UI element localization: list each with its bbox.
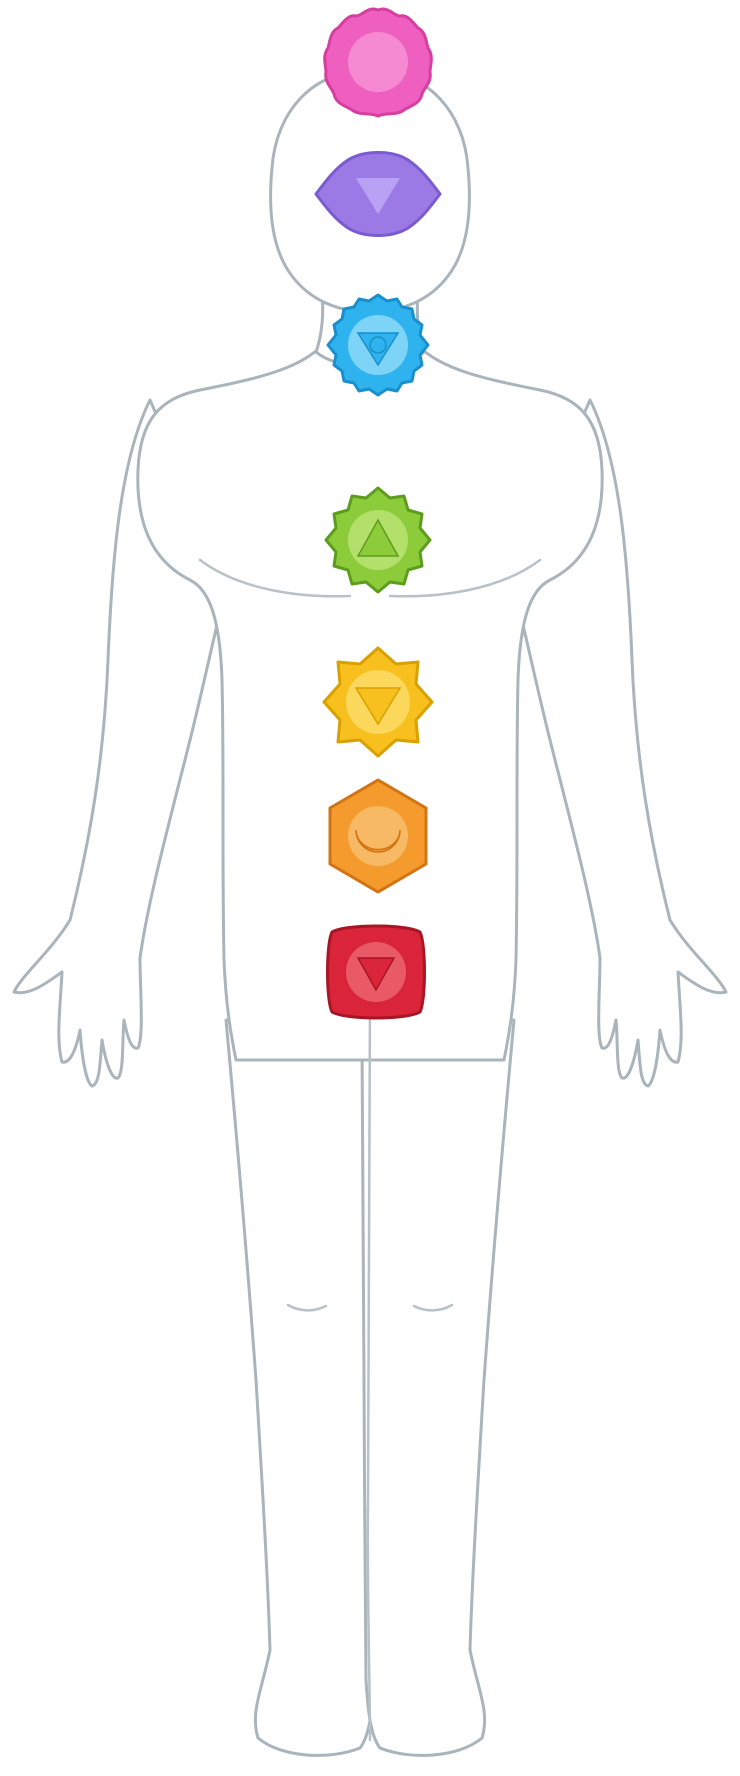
right-leg-outline [362, 1020, 514, 1755]
throat-center-dot [370, 337, 386, 353]
throat-chakra [328, 295, 428, 395]
solar-plexus-chakra [324, 648, 432, 756]
left-leg-outline [226, 1020, 378, 1755]
root-chakra [328, 926, 425, 1018]
lotus-center [348, 32, 408, 92]
crown-chakra [325, 9, 432, 116]
